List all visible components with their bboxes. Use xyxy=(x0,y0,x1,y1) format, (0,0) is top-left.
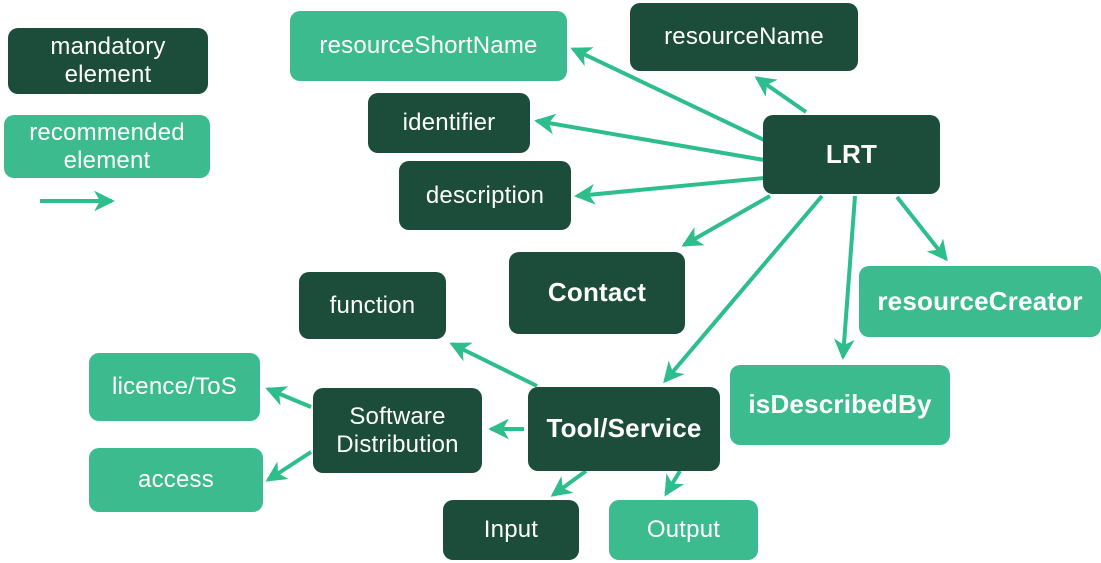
contact-node: Contact xyxy=(509,252,685,334)
software-distribution-to-access xyxy=(265,450,313,482)
identifier-node: identifier xyxy=(368,93,530,153)
resource-creator-node: resourceCreator xyxy=(859,266,1101,337)
input-node: Input xyxy=(443,500,579,560)
lrt-to-resource-short-name xyxy=(570,47,765,142)
is-described-by-node: isDescribedBy xyxy=(730,365,950,445)
access-node: access xyxy=(89,448,263,512)
lrt-to-resource-creator xyxy=(895,195,948,262)
lrt-to-identifier xyxy=(534,113,765,162)
legend-mandatory-node: mandatory element xyxy=(8,28,208,94)
resource-name-node: resourceName xyxy=(630,3,858,71)
tool-service-node: Tool/Service xyxy=(528,387,720,471)
legend-recommended-node: recommended element xyxy=(4,115,210,178)
function-node: function xyxy=(299,272,446,339)
licence-tos-node: licence/ToS xyxy=(89,353,260,421)
lrt-to-contact xyxy=(681,194,771,247)
software-distribution-to-licence-tos xyxy=(265,386,312,409)
tool-service-to-output xyxy=(664,469,685,497)
tool-service-to-input xyxy=(550,469,588,497)
lrt-to-tool-service xyxy=(663,194,824,384)
resource-short-name-node: resourceShortName xyxy=(290,11,567,81)
output-node: Output xyxy=(609,500,758,560)
description-node: description xyxy=(399,161,571,230)
tool-service-to-function xyxy=(449,342,538,388)
lrt-node: LRT xyxy=(763,115,940,194)
lrt-to-description xyxy=(574,176,765,205)
lrt-to-is-described-by xyxy=(833,195,857,360)
software-distribution-node: Software Distribution xyxy=(313,388,482,473)
lrt-to-resource-name xyxy=(754,76,808,114)
